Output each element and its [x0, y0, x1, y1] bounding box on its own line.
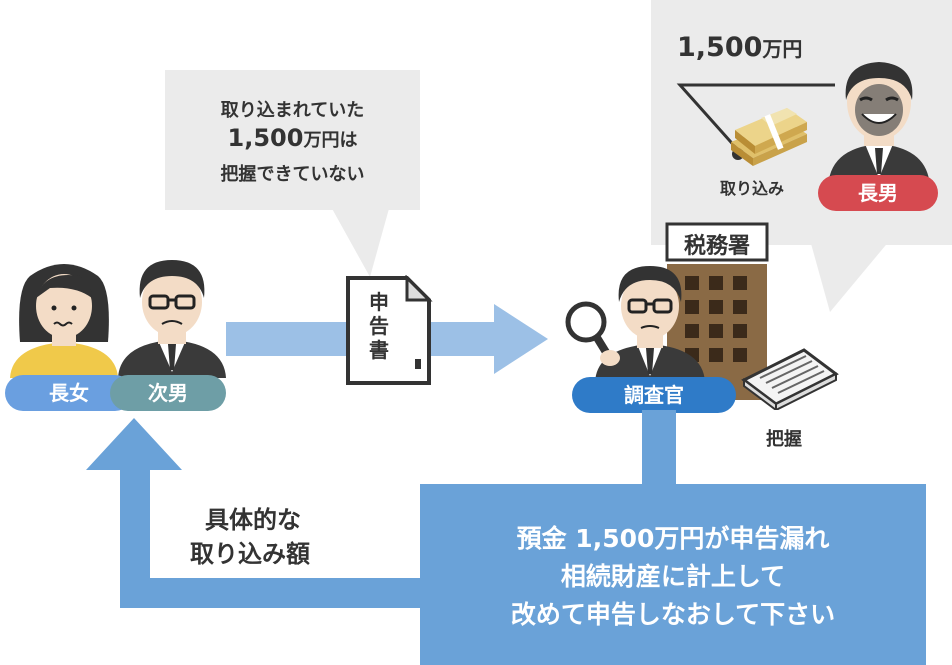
investigator-avatar	[595, 266, 705, 382]
magnifier-icon	[565, 301, 620, 366]
second-son-avatar	[118, 260, 226, 378]
speech-bubble-left	[165, 70, 420, 210]
return-text-line1: 具体的な	[205, 506, 301, 534]
return-text-line2: 取り込み額	[190, 540, 310, 568]
speech-left-amount: 1,500	[227, 124, 304, 152]
notice-box: 預金 1,500万円が申告漏れ 相続財産に計上して 改めて申告しなおして下さい	[420, 484, 926, 665]
speech-left-line2: 1,500万円は	[165, 124, 420, 152]
eldest-son-badge: 長男	[818, 175, 938, 211]
second-son-badge: 次男	[110, 375, 226, 411]
speech-left-line1: 取り込まれていた	[220, 100, 365, 121]
take-in-label: 取り込み	[720, 179, 785, 198]
tax-office-label: 税務署	[683, 234, 750, 259]
papers-stack-icon	[741, 348, 839, 410]
speech-right-amount: 1,500	[677, 32, 763, 63]
speech-right-amount-line: 1,500万円	[677, 32, 802, 63]
speech-right-unit: 万円	[762, 37, 803, 61]
speech-bubble-left-tail	[330, 205, 390, 277]
notice-line2: 相続財産に計上して	[560, 562, 786, 591]
return-arrow	[86, 410, 676, 608]
investigator-badge: 調査官	[572, 377, 736, 413]
grasp-label: 把握	[766, 429, 802, 450]
speech-left-line3: 把握できていない	[220, 164, 365, 185]
document-label: 申告書	[364, 290, 394, 362]
eldest-son-avatar	[828, 62, 930, 190]
money-stack-icon	[731, 108, 807, 166]
document-icon	[346, 275, 433, 385]
speech-bubble-right-tail	[810, 240, 890, 312]
speech-left-unit: 万円は	[303, 130, 358, 151]
document-label-text: 申告書	[369, 290, 389, 362]
notice-line1: 預金 1,500万円が申告漏れ	[516, 524, 830, 553]
notice-line3: 改めて申告しなおして下さい	[510, 600, 836, 629]
eldest-daughter-avatar	[10, 264, 118, 378]
